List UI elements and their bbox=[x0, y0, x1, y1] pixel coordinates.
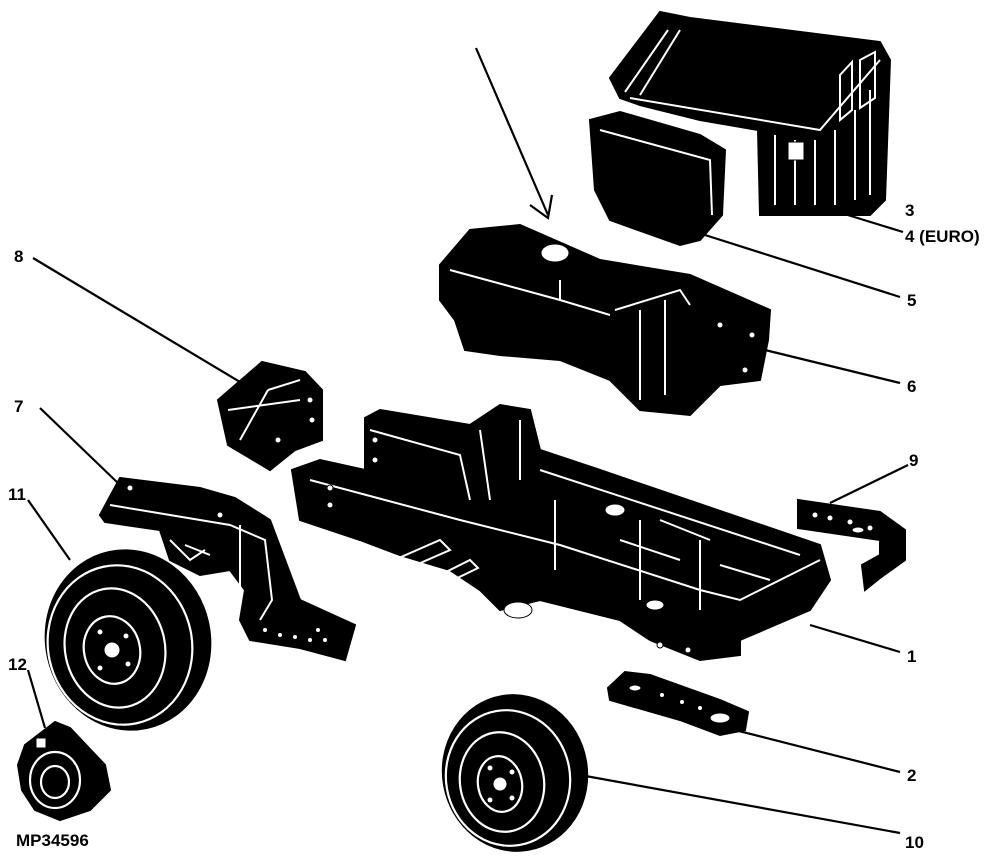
front-bracket-part bbox=[797, 498, 906, 592]
leader-1 bbox=[809, 623, 901, 654]
left-footrest-part bbox=[98, 476, 357, 662]
leader-9 bbox=[829, 464, 909, 504]
leader-lines bbox=[26, 47, 909, 835]
fuel-tank-shroud-part bbox=[439, 223, 772, 417]
leader-arrow bbox=[474, 47, 550, 216]
leader-8 bbox=[32, 257, 246, 386]
leader-3-4 bbox=[837, 210, 904, 234]
callout-7: 7 bbox=[14, 397, 23, 416]
grille-part bbox=[588, 110, 727, 247]
leader-arrow-head bbox=[529, 194, 554, 220]
callout-2: 2 bbox=[907, 766, 916, 785]
front-plate-part bbox=[606, 670, 750, 737]
callout-1: 1 bbox=[907, 647, 916, 666]
figure-id: MP34596 bbox=[16, 831, 89, 850]
callout-5: 5 bbox=[907, 291, 916, 310]
callout-10: 10 bbox=[905, 833, 924, 852]
leader-5 bbox=[704, 233, 901, 299]
callout-labels: 3 4 (EURO) 5 6 8 7 9 11 1 12 2 10 MP3459… bbox=[8, 201, 980, 852]
rear-wheel-part bbox=[44, 549, 212, 731]
callout-3: 3 bbox=[905, 201, 914, 220]
main-frame-part bbox=[290, 403, 832, 662]
hood-part bbox=[608, 10, 892, 216]
callout-12: 12 bbox=[8, 655, 27, 674]
leader-6 bbox=[764, 348, 901, 385]
leader-12 bbox=[26, 669, 47, 729]
hub-cap-part bbox=[16, 720, 112, 822]
callout-6: 6 bbox=[907, 377, 916, 396]
leader-11 bbox=[27, 499, 71, 561]
front-wheel-part bbox=[441, 694, 589, 852]
callout-8: 8 bbox=[14, 247, 23, 266]
leader-2 bbox=[734, 728, 901, 774]
callout-11: 11 bbox=[8, 485, 26, 504]
callout-9: 9 bbox=[909, 451, 918, 470]
leader-10 bbox=[579, 773, 901, 835]
seat-bracket-part bbox=[216, 360, 323, 472]
leader-7 bbox=[39, 407, 121, 486]
callout-4-euro: 4 (EURO) bbox=[905, 227, 980, 246]
